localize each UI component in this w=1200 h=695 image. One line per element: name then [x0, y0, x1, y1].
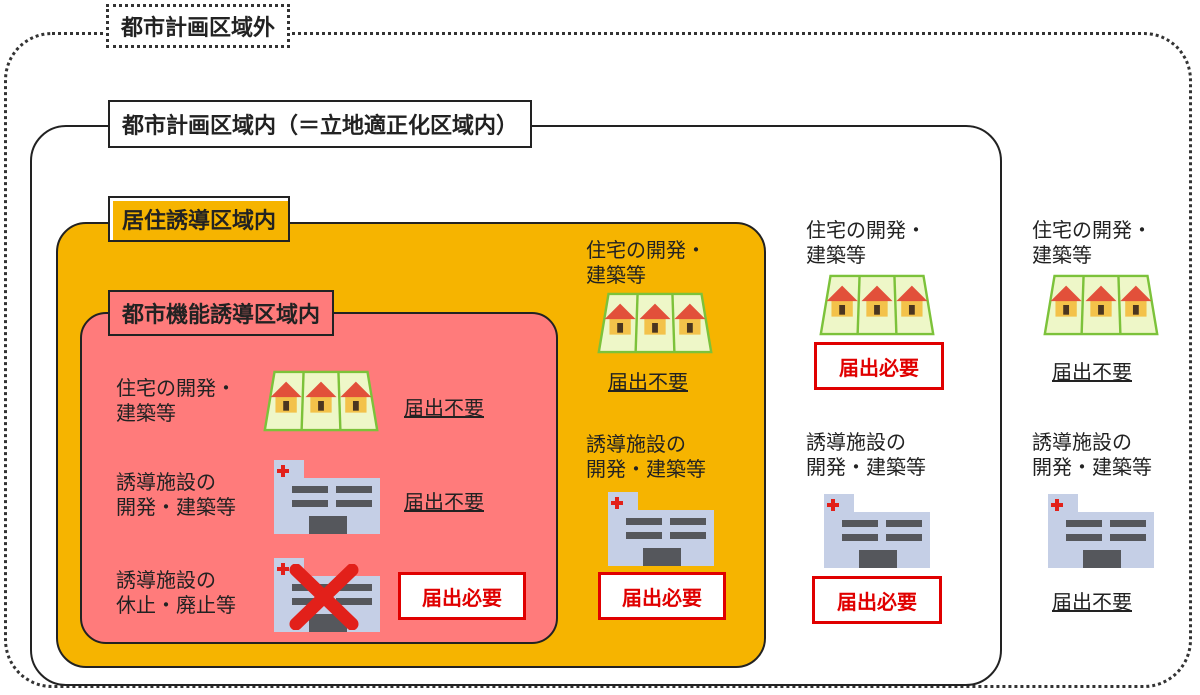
cross-mark-icon	[289, 564, 359, 630]
res-housing-status: 届出不要	[608, 370, 688, 394]
fn-facility-line1: 誘導施設の	[116, 470, 216, 494]
city-housing-text: 住宅の開発・ 建築等	[806, 218, 926, 268]
outside-facility-line2: 開発・建築等	[1032, 455, 1152, 479]
outside-facility-status: 届出不要	[1052, 590, 1132, 614]
residential-induction-label: 居住誘導区域内	[108, 196, 291, 242]
house-row-icon	[818, 274, 936, 336]
house-row-icon	[262, 370, 380, 432]
outside-housing-line1: 住宅の開発・	[1032, 218, 1152, 242]
city-planning-label: 都市計画区域内（＝立地適正化区域内）	[108, 100, 533, 148]
outside-facility-line1: 誘導施設の	[1032, 430, 1132, 454]
city-facility-line2: 開発・建築等	[806, 455, 926, 479]
city-housing-line1: 住宅の開発・	[806, 218, 926, 242]
hospital-building-icon	[272, 458, 382, 534]
city-facility-line1: 誘導施設の	[806, 430, 906, 454]
fn-housing-line1: 住宅の開発・	[116, 376, 236, 400]
house-row-icon	[596, 292, 714, 354]
fn-closure-status: 届出必要	[398, 572, 526, 620]
urban-function-induction-label: 都市機能誘導区域内	[108, 290, 335, 336]
outside-housing-status: 届出不要	[1052, 360, 1132, 384]
outside-housing-line2: 建築等	[1032, 243, 1092, 267]
fn-closure-line2: 休止・廃止等	[116, 593, 236, 617]
outside-city-label: 都市計画区域外	[106, 4, 291, 48]
res-facility-line2: 開発・建築等	[586, 457, 706, 481]
outside-housing-text: 住宅の開発・ 建築等	[1032, 218, 1152, 268]
fn-closure-text: 誘導施設の 休止・廃止等	[116, 568, 236, 618]
city-facility-text: 誘導施設の 開発・建築等	[806, 430, 926, 480]
res-housing-line2: 建築等	[586, 263, 646, 287]
outside-facility-text: 誘導施設の 開発・建築等	[1032, 430, 1152, 480]
res-housing-text: 住宅の開発・ 建築等	[586, 238, 706, 288]
fn-housing-text: 住宅の開発・ 建築等	[116, 376, 236, 426]
hospital-building-icon	[606, 490, 716, 566]
house-row-icon	[1042, 274, 1160, 336]
res-facility-text: 誘導施設の 開発・建築等	[586, 432, 706, 482]
city-facility-status: 届出必要	[812, 576, 942, 624]
city-housing-status: 届出必要	[814, 342, 944, 390]
outside-city-region	[4, 32, 1192, 688]
fn-housing-status: 届出不要	[404, 396, 484, 420]
fn-closure-line1: 誘導施設の	[116, 568, 216, 592]
fn-housing-line2: 建築等	[116, 401, 176, 425]
fn-facility-line2: 開発・建築等	[116, 495, 236, 519]
res-facility-line1: 誘導施設の	[586, 432, 686, 456]
city-housing-line2: 建築等	[806, 243, 866, 267]
res-housing-line1: 住宅の開発・	[586, 238, 706, 262]
fn-facility-status: 届出不要	[404, 490, 484, 514]
hospital-building-icon	[822, 492, 932, 568]
res-facility-status: 届出必要	[598, 572, 726, 620]
hospital-building-icon	[1046, 492, 1156, 568]
fn-facility-text: 誘導施設の 開発・建築等	[116, 470, 236, 520]
